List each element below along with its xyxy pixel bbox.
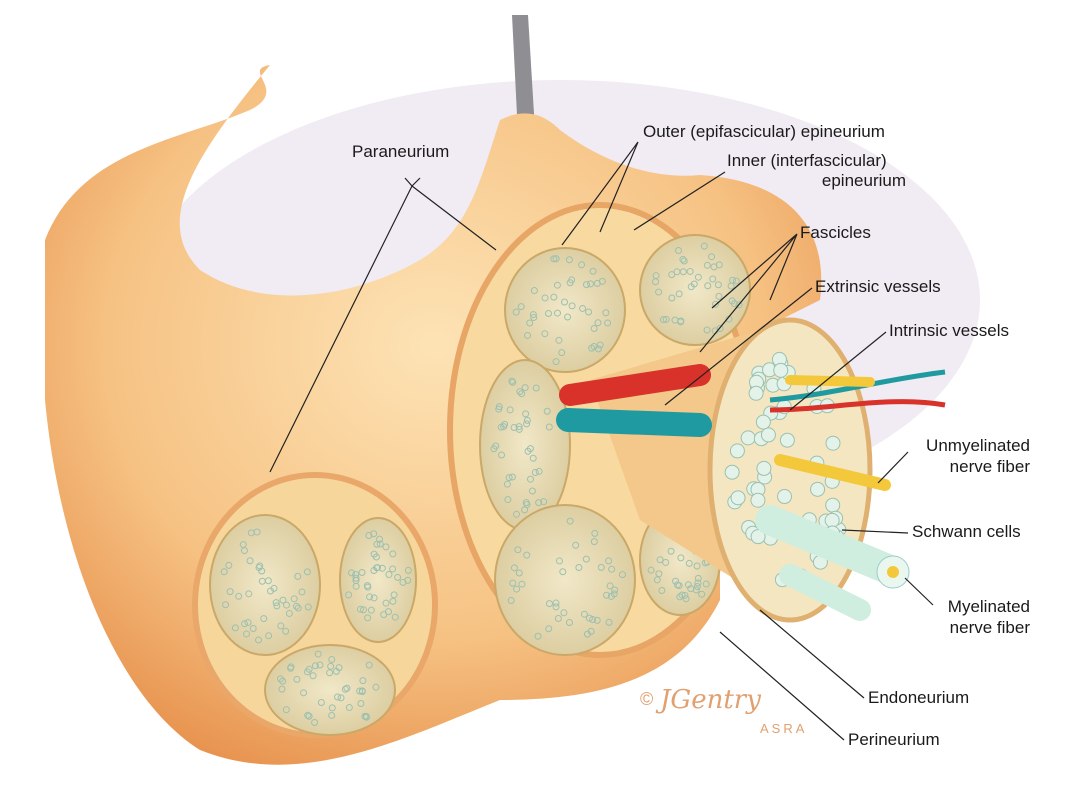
label-myelinated-2: nerve fiber: [950, 618, 1031, 637]
label-extrinsic-vessels: Extrinsic vessels: [815, 277, 941, 296]
signature-name: JGentry: [655, 685, 761, 715]
nerve-fiber-end: [725, 465, 739, 479]
label-perineurium: Perineurium: [848, 730, 940, 749]
label-unmyelinated-1: Unmyelinated: [926, 436, 1030, 455]
unmyelinated-fiber-2: [790, 380, 870, 382]
nerve-fiber-end: [731, 491, 745, 505]
vein: [568, 420, 700, 425]
nerve-fiber-end: [811, 482, 825, 496]
label-fascicles: Fascicles: [800, 223, 871, 242]
signature-org: ASRA: [760, 721, 807, 736]
artist-signature: © JGentry ASRA: [640, 685, 807, 736]
label-inner-epineurium-2: epineurium: [822, 171, 906, 190]
nerve-fiber-end: [749, 386, 763, 400]
nerve-fiber-end: [757, 461, 771, 475]
label-unmyelinated-2: nerve fiber: [950, 457, 1031, 476]
label-inner-epineurium-1: Inner (interfascicular): [727, 151, 887, 170]
label-endoneurium: Endoneurium: [868, 688, 969, 707]
label-schwann-cells: Schwann cells: [912, 522, 1021, 541]
nerve-fiber-end: [780, 433, 794, 447]
nerve-fiber-end: [778, 490, 792, 504]
nerve-fiber-end: [825, 513, 839, 527]
fascicle: [210, 515, 320, 655]
fascicle: [495, 505, 635, 655]
nerve-fiber-end: [774, 363, 788, 377]
nerve-fiber-end: [826, 498, 840, 512]
nerve-fiber-end: [730, 444, 744, 458]
axon: [887, 566, 899, 578]
nerve-fiber-end: [751, 493, 765, 507]
signature-copyright: ©: [640, 689, 653, 709]
nerve-fiber-end: [756, 415, 770, 429]
label-outer-epineurium: Outer (epifascicular) epineurium: [643, 122, 885, 141]
label-intrinsic-vessels: Intrinsic vessels: [889, 321, 1009, 340]
nerve-fiber-end: [826, 436, 840, 450]
nerve-fiber-end: [761, 428, 775, 442]
label-myelinated-1: Myelinated: [948, 597, 1030, 616]
label-paraneurium: Paraneurium: [352, 142, 449, 161]
nerve-fiber-end: [741, 431, 755, 445]
